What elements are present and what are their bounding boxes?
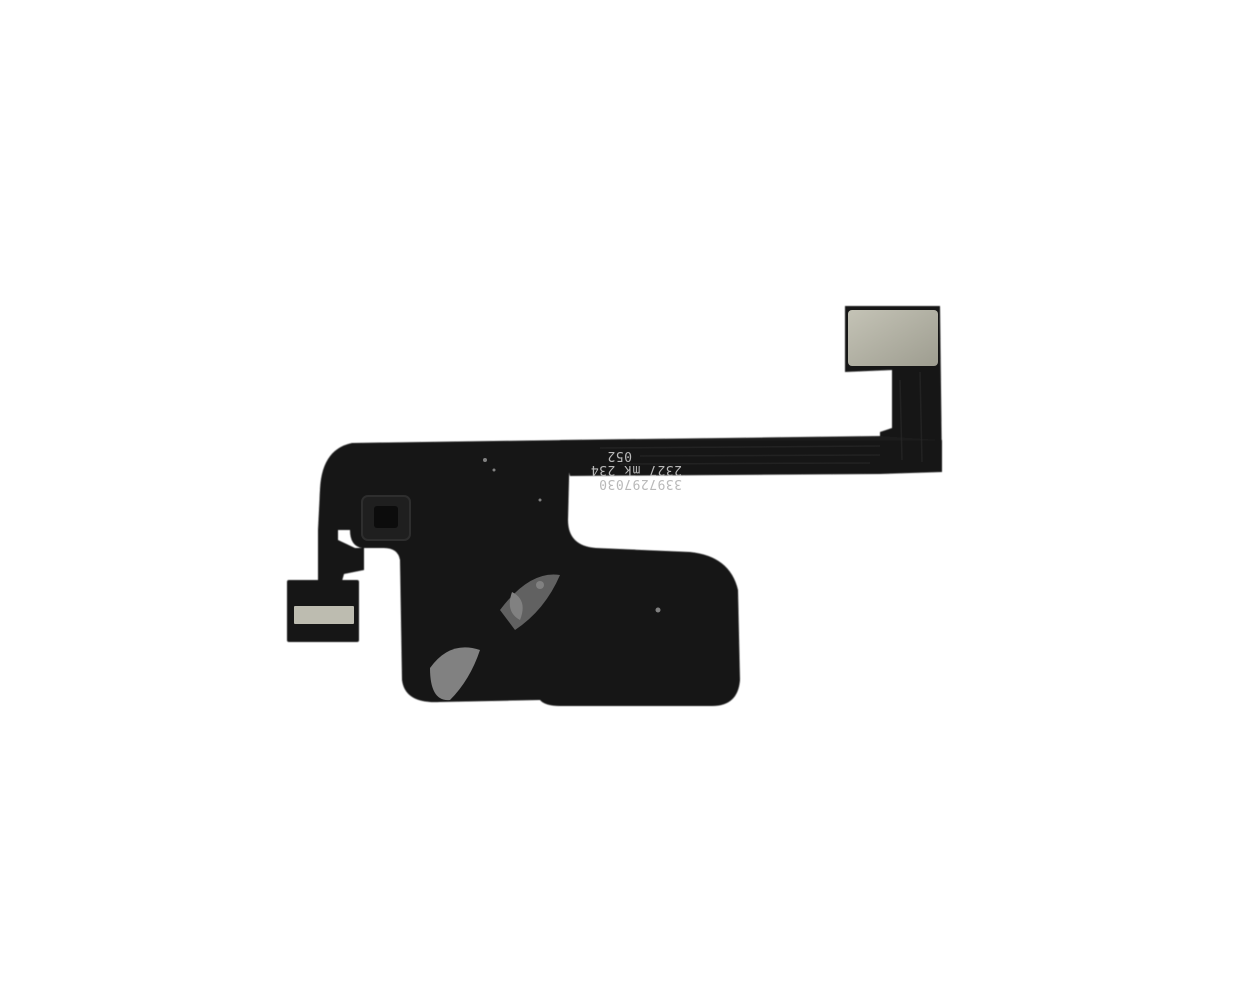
imprint-line-3: 052: [607, 448, 632, 463]
right-contact-pad: [848, 310, 938, 366]
left-arm: [318, 490, 364, 588]
sensor-body: [319, 440, 740, 706]
imprint-line-2: 2327 mk 234: [590, 462, 682, 477]
ribbon-texture: [599, 371, 923, 465]
left-contact-pad: [294, 606, 354, 624]
surface-smudges: [430, 458, 661, 701]
imprint-line-1: 3397297030: [599, 476, 682, 491]
serial-imprint: 3397297030 2327 mk 234 052: [590, 448, 682, 491]
sensor-bracket: [361, 495, 411, 541]
